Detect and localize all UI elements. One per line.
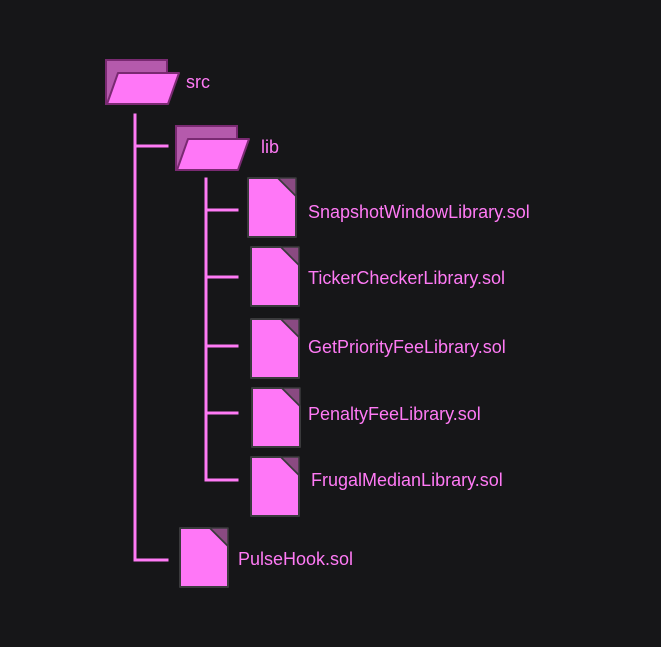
file-label-frugal-median-library: FrugalMedianLibrary.sol — [311, 470, 503, 490]
file-fold — [280, 456, 300, 476]
folder-front — [106, 72, 180, 105]
file-label-penalty-fee-library: PenaltyFeeLibrary.sol — [308, 404, 481, 424]
file-icon — [247, 177, 297, 238]
file-label-ticker-checker-library: TickerCheckerLibrary.sol — [308, 268, 506, 288]
file-icon — [250, 318, 300, 379]
file-body — [251, 387, 301, 448]
file-body — [250, 246, 300, 307]
file-fold — [281, 387, 301, 407]
file-label-pulse-hook: PulseHook.sol — [238, 549, 354, 569]
folder-label-lib: lib — [261, 137, 280, 157]
tree-connectors — [133, 113, 239, 562]
file-icon — [250, 246, 300, 307]
folder-front — [176, 138, 250, 171]
file-fold — [209, 527, 229, 547]
folder-label-src: src — [186, 72, 210, 92]
tree-icons — [105, 59, 301, 588]
file-body — [250, 318, 300, 379]
folder-open-icon — [105, 59, 180, 105]
file-icon — [179, 527, 229, 588]
file-body — [247, 177, 297, 238]
file-body — [179, 527, 229, 588]
file-icon — [251, 387, 301, 448]
file-fold — [277, 177, 297, 197]
file-fold — [280, 318, 300, 338]
file-label-snapshot-window-library: SnapshotWindowLibrary.sol — [308, 202, 530, 222]
file-fold — [280, 246, 300, 266]
file-body — [250, 456, 300, 517]
file-label-get-priority-fee-library: GetPriorityFeeLibrary.sol — [308, 337, 506, 357]
folder-open-icon — [175, 125, 250, 171]
file-icon — [250, 456, 300, 517]
